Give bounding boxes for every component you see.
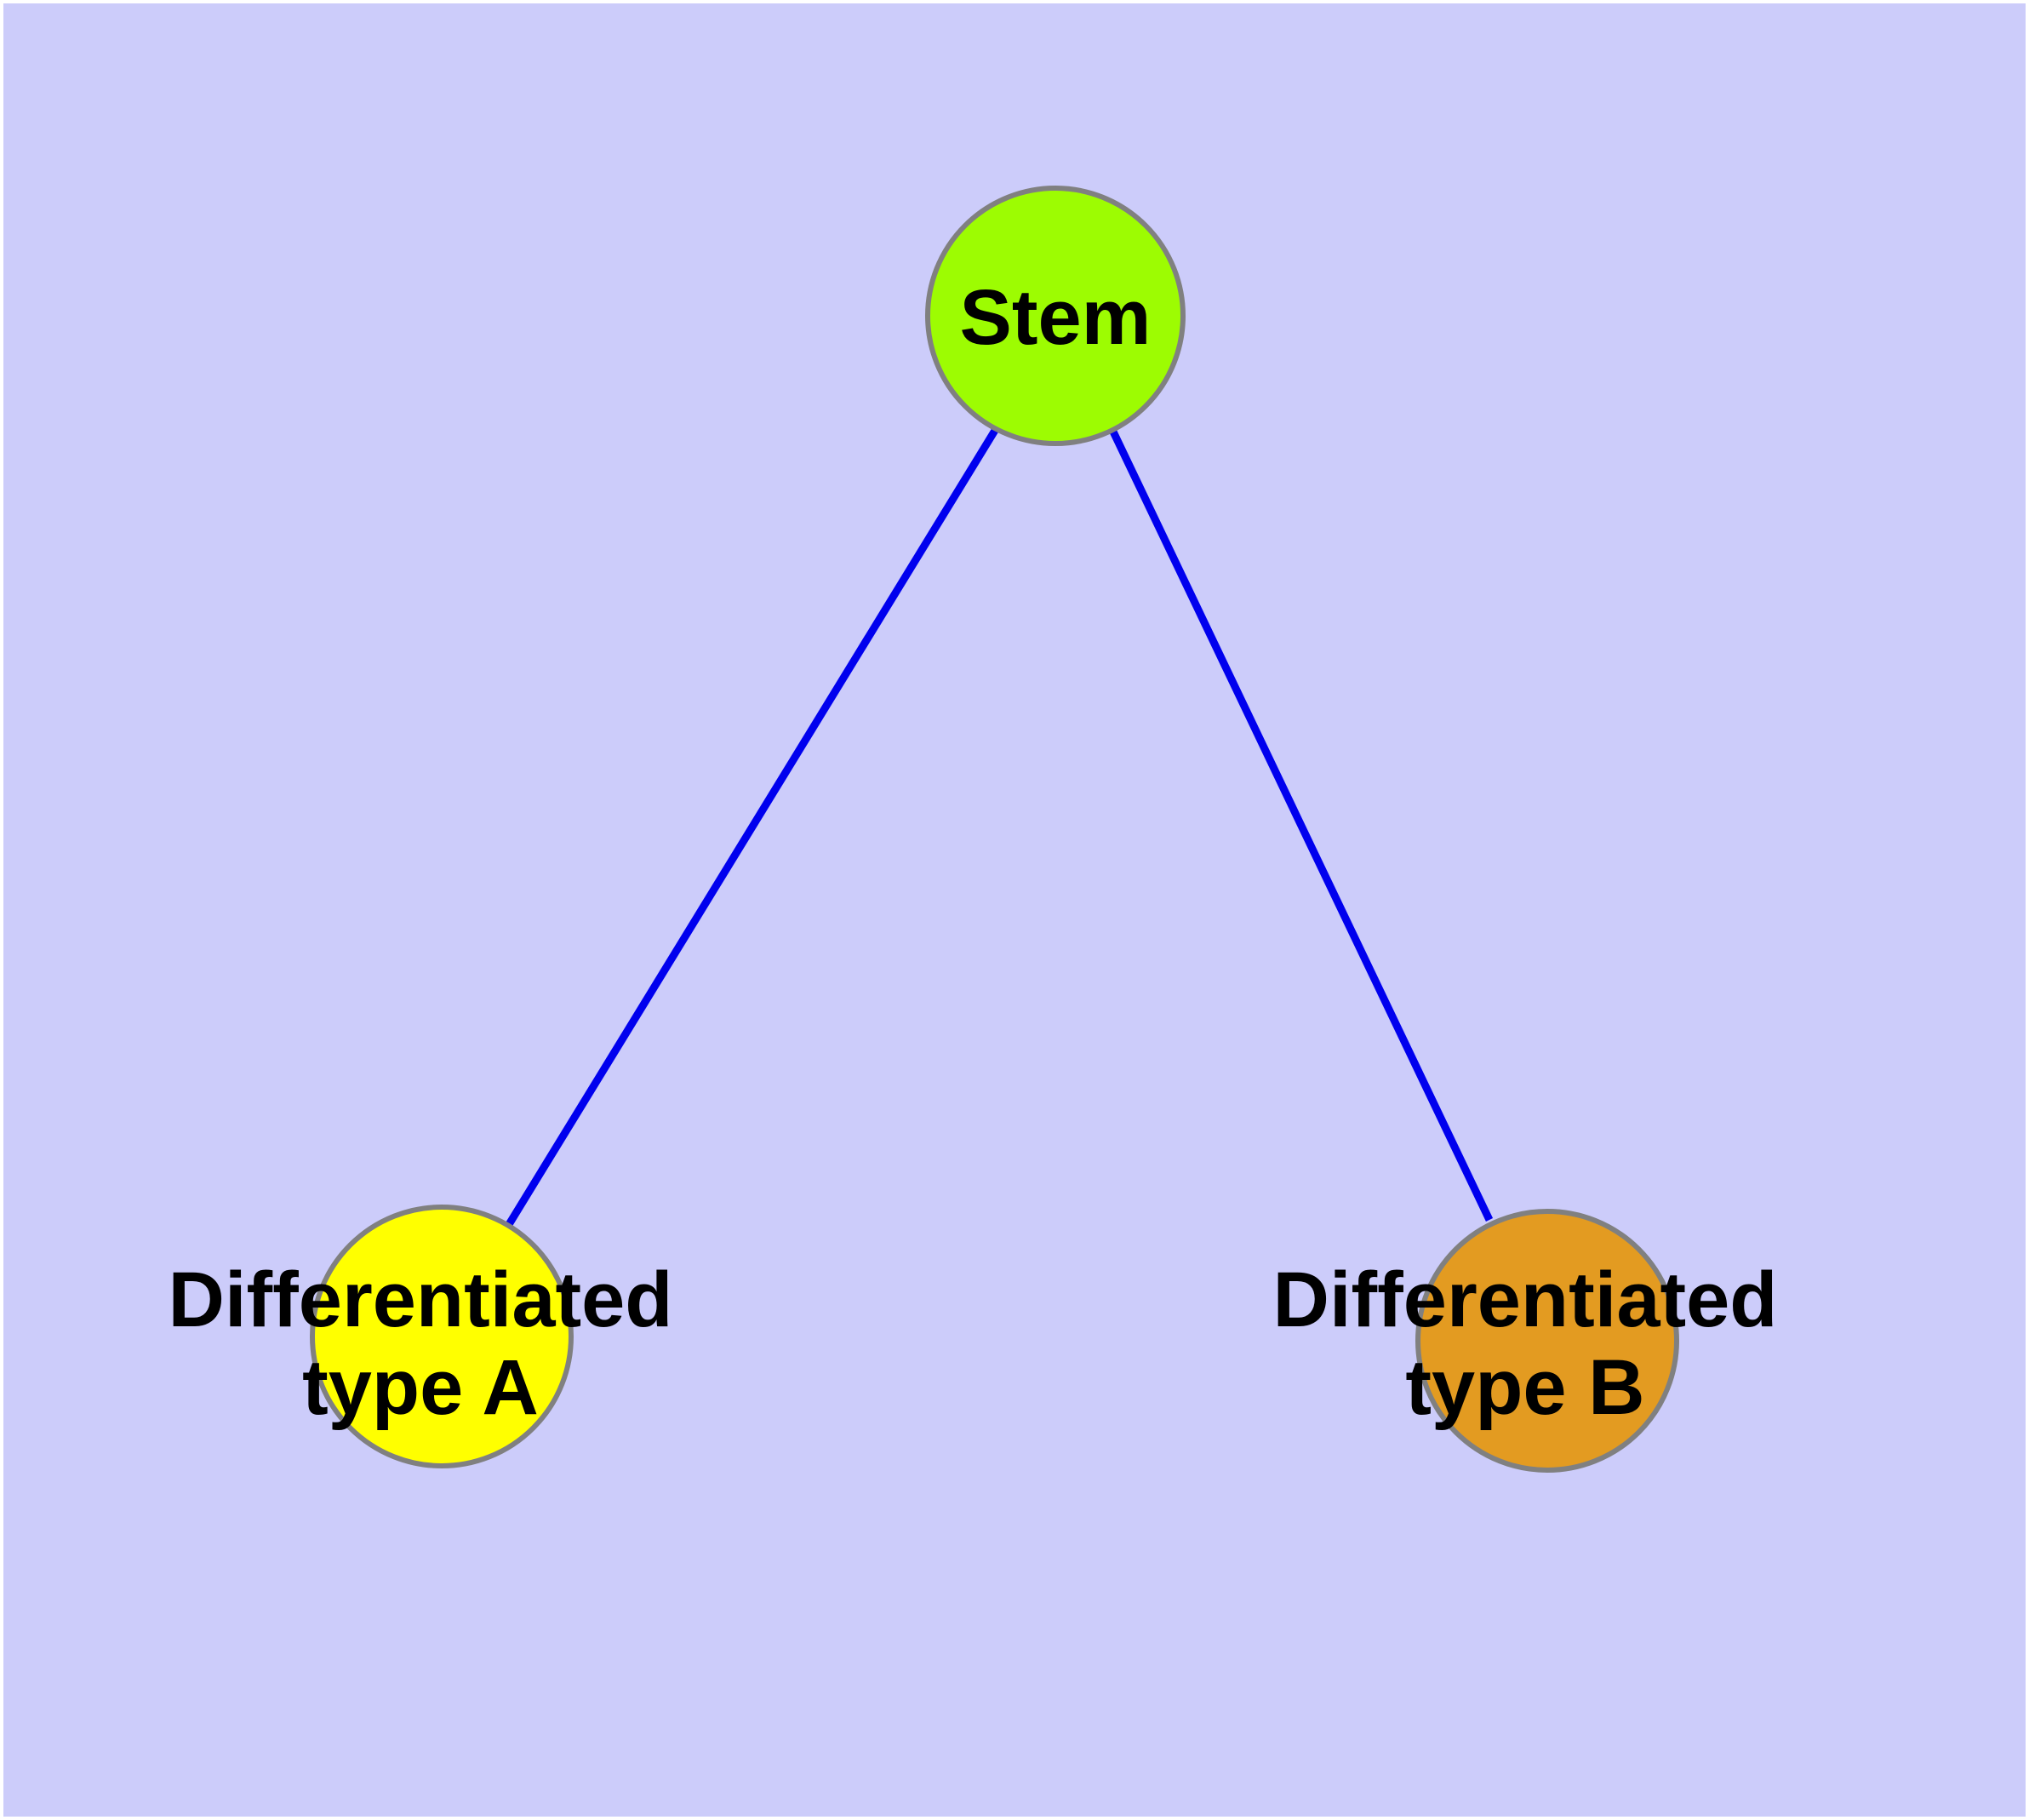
edge-stem-to-diff-b bbox=[1109, 430, 1494, 1222]
label-line: Differentiated bbox=[169, 1256, 673, 1343]
edge-stem-to-diff-a bbox=[505, 426, 999, 1228]
node-diff-a[interactable] bbox=[310, 1205, 574, 1468]
edge-layer bbox=[505, 426, 1494, 1228]
node-stem-label: Stem bbox=[960, 274, 1152, 361]
node-stem[interactable] bbox=[925, 186, 1186, 446]
label-line: type B bbox=[1405, 1344, 1644, 1431]
label-line: type A bbox=[302, 1344, 539, 1431]
label-line: Differentiated bbox=[1273, 1256, 1778, 1343]
node-layer bbox=[310, 186, 1679, 1473]
node-diff-b[interactable] bbox=[1415, 1209, 1679, 1473]
label-line: Stem bbox=[960, 274, 1152, 361]
